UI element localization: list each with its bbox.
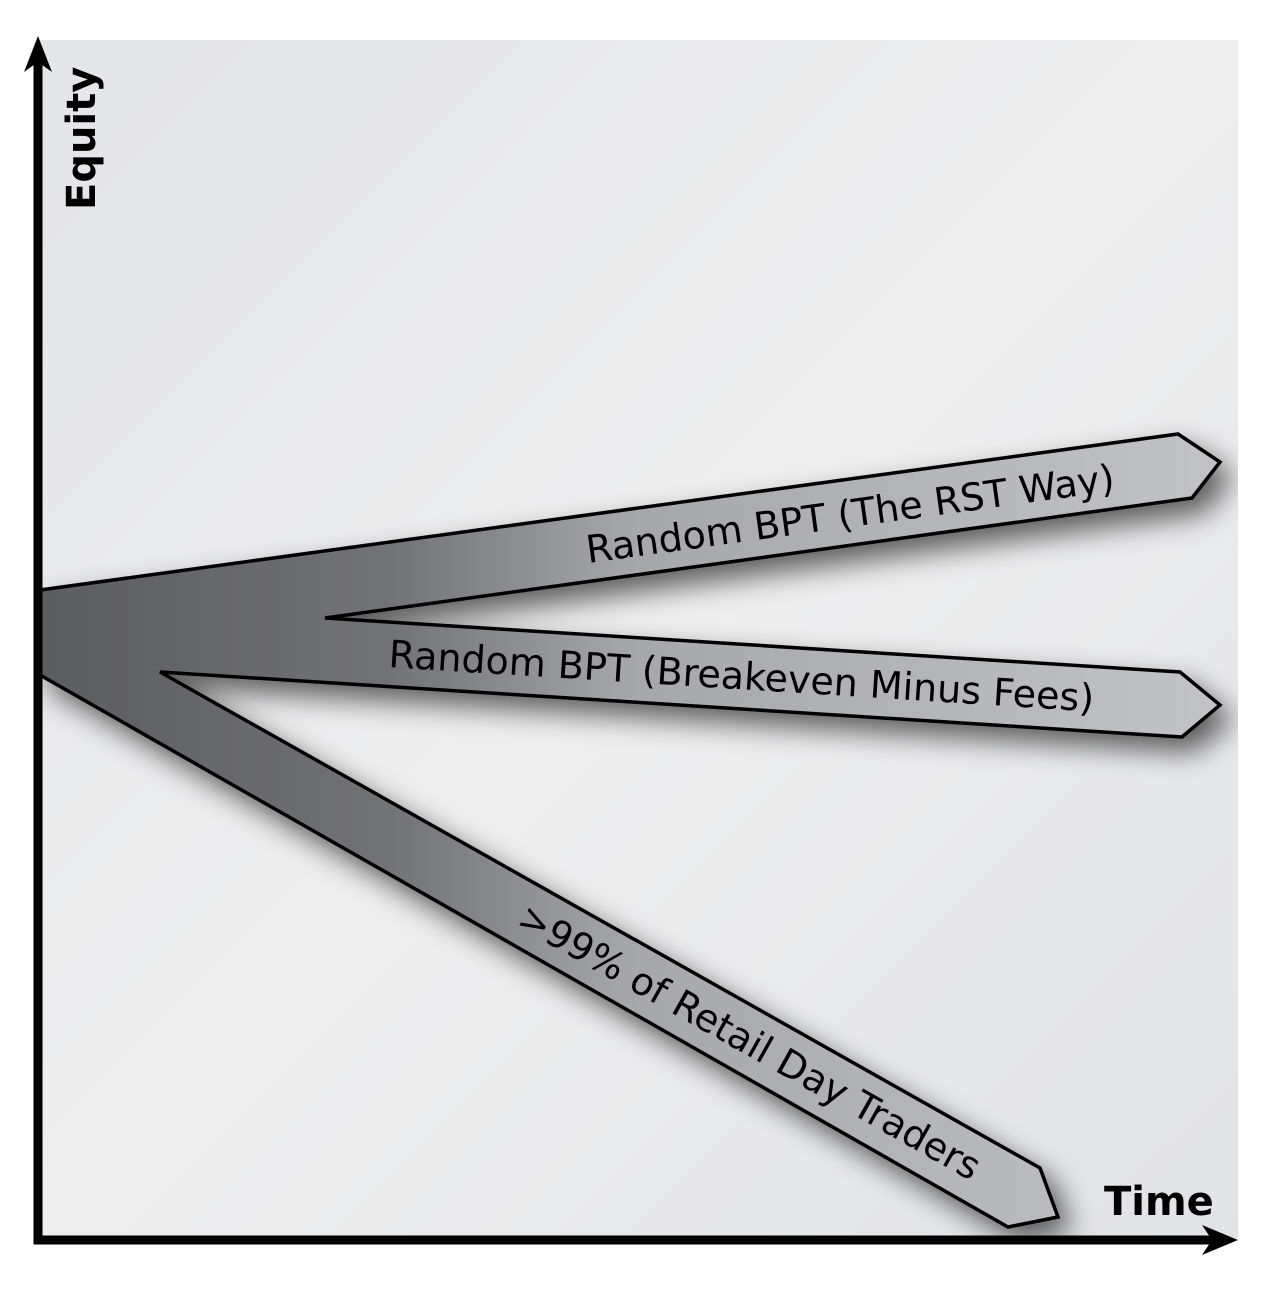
branching-arrows-shape [40, 432, 1223, 1229]
x-axis-label: Time [1104, 1179, 1214, 1225]
y-axis-arrowhead-icon [24, 36, 52, 72]
x-axis [34, 1225, 1238, 1255]
x-axis-arrowhead-icon [1202, 1225, 1238, 1255]
y-axis-label: Equity [59, 67, 105, 210]
y-axis [24, 36, 52, 1244]
